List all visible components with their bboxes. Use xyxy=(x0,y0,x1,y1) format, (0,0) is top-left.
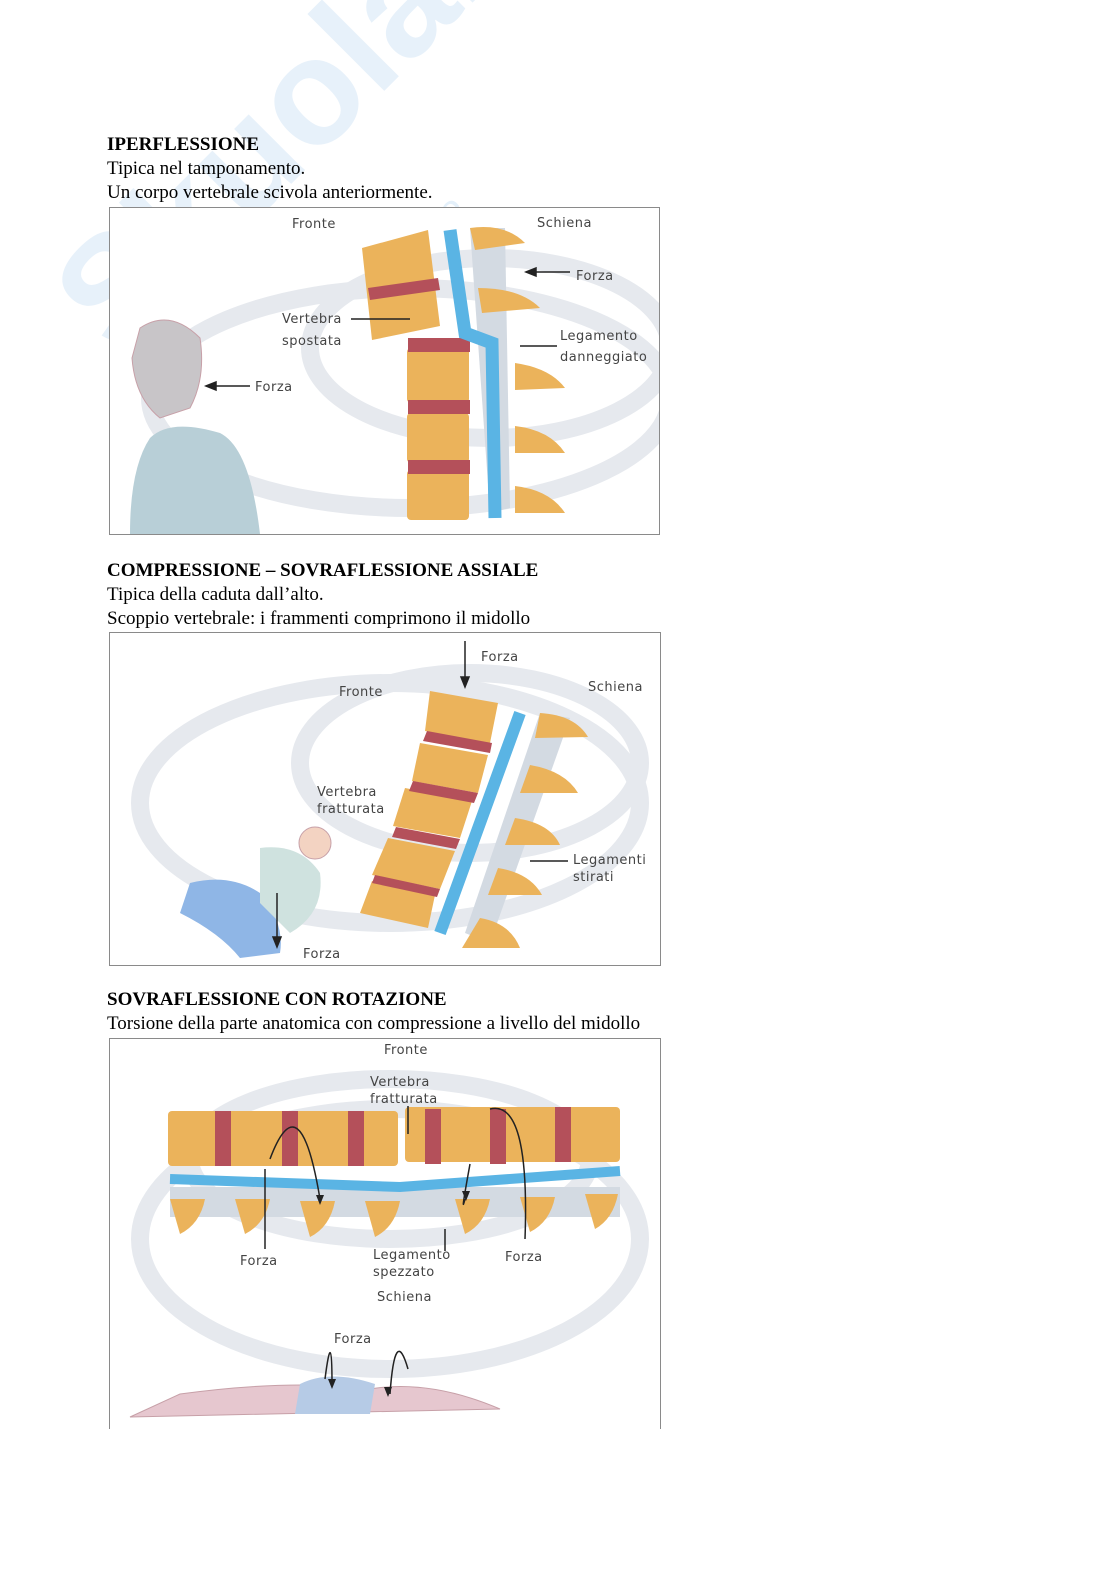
discs xyxy=(368,278,470,474)
spinous-processes xyxy=(462,713,588,948)
label-vertebra: Vertebra xyxy=(282,312,342,327)
label-force-left: Forza xyxy=(240,1254,278,1269)
label-back: Schiena xyxy=(537,216,592,231)
spinal-cord xyxy=(434,710,526,936)
label-ligament: spezzato xyxy=(373,1265,435,1280)
person-head xyxy=(298,826,332,860)
label-front: Fronte xyxy=(292,217,336,232)
force-arrows xyxy=(271,641,568,950)
label-force: Forza xyxy=(576,269,614,284)
vertebrae xyxy=(360,691,498,928)
label-force-bottom: Forza xyxy=(303,947,341,962)
vertebrae xyxy=(168,1107,620,1166)
person-head xyxy=(131,319,203,419)
section-text: Un corpo vertebrale scivola anteriorment… xyxy=(107,182,433,203)
force-arrows xyxy=(264,1106,527,1395)
label-ligaments: Legamenti xyxy=(573,853,646,868)
label-ligament: danneggiato xyxy=(560,350,647,365)
label-ligament: Legamento xyxy=(373,1248,451,1263)
label-ligaments: stirati xyxy=(573,870,614,885)
arrow-heads xyxy=(316,1191,470,1397)
section-text: Torsione della parte anatomica con compr… xyxy=(107,1013,641,1034)
label-force-head: Forza xyxy=(255,380,293,395)
section-text: Scoppio vertebrale: i frammenti comprimo… xyxy=(107,608,531,629)
spinous-processes xyxy=(470,227,565,513)
label-vertebra: spostata xyxy=(282,334,342,349)
label-vertebra: Vertebra xyxy=(317,785,377,800)
discs xyxy=(215,1107,571,1166)
rotation-illustration: Fronte Vertebra fratturata Forza Legamen… xyxy=(129,1043,649,1418)
label-back: Schiena xyxy=(377,1290,432,1305)
section-title-compressione: COMPRESSIONE – SOVRAFLESSIONE ASSIALE xyxy=(107,560,539,581)
person-torso xyxy=(295,1376,375,1414)
section-text: Tipica nel tamponamento. xyxy=(107,158,306,179)
label-vertebra: Vertebra xyxy=(370,1075,430,1090)
person-torso xyxy=(260,847,321,933)
compression-illustration: Forza Fronte Schiena Vertebra fratturata… xyxy=(131,641,649,962)
figure-iperflessione: Fronte Schiena Forza Vertebra spostata L… xyxy=(109,207,660,535)
figure-rotazione: Fronte Vertebra fratturata Forza Legamen… xyxy=(109,1038,661,1429)
label-force: Forza xyxy=(481,650,519,665)
section-title-rotazione: SOVRAFLESSIONE CON ROTAZIONE xyxy=(107,989,447,1010)
person-torso xyxy=(130,426,260,534)
force-arrows xyxy=(203,266,570,392)
label-ligament: Legamento xyxy=(560,329,638,344)
section-title-iperflessione: IPERFLESSIONE xyxy=(107,134,260,155)
spinal-cord xyxy=(169,1166,621,1193)
label-vertebra: fratturata xyxy=(370,1092,438,1107)
person-legs xyxy=(180,879,281,958)
section-text: Tipica della caduta dall’alto. xyxy=(107,584,324,605)
discs xyxy=(372,731,492,897)
label-force-body: Forza xyxy=(334,1332,372,1347)
figure-compressione: Forza Fronte Schiena Vertebra fratturata… xyxy=(109,632,661,966)
spinous-processes xyxy=(170,1194,618,1237)
label-force-right: Forza xyxy=(505,1250,543,1265)
label-back: Schiena xyxy=(588,680,643,695)
label-vertebra: fratturata xyxy=(317,802,385,817)
label-front: Fronte xyxy=(384,1043,428,1058)
hyperflexion-illustration: Fronte Schiena Forza Vertebra spostata L… xyxy=(130,216,659,534)
spinal-cord xyxy=(443,229,502,519)
label-front: Fronte xyxy=(339,685,383,700)
